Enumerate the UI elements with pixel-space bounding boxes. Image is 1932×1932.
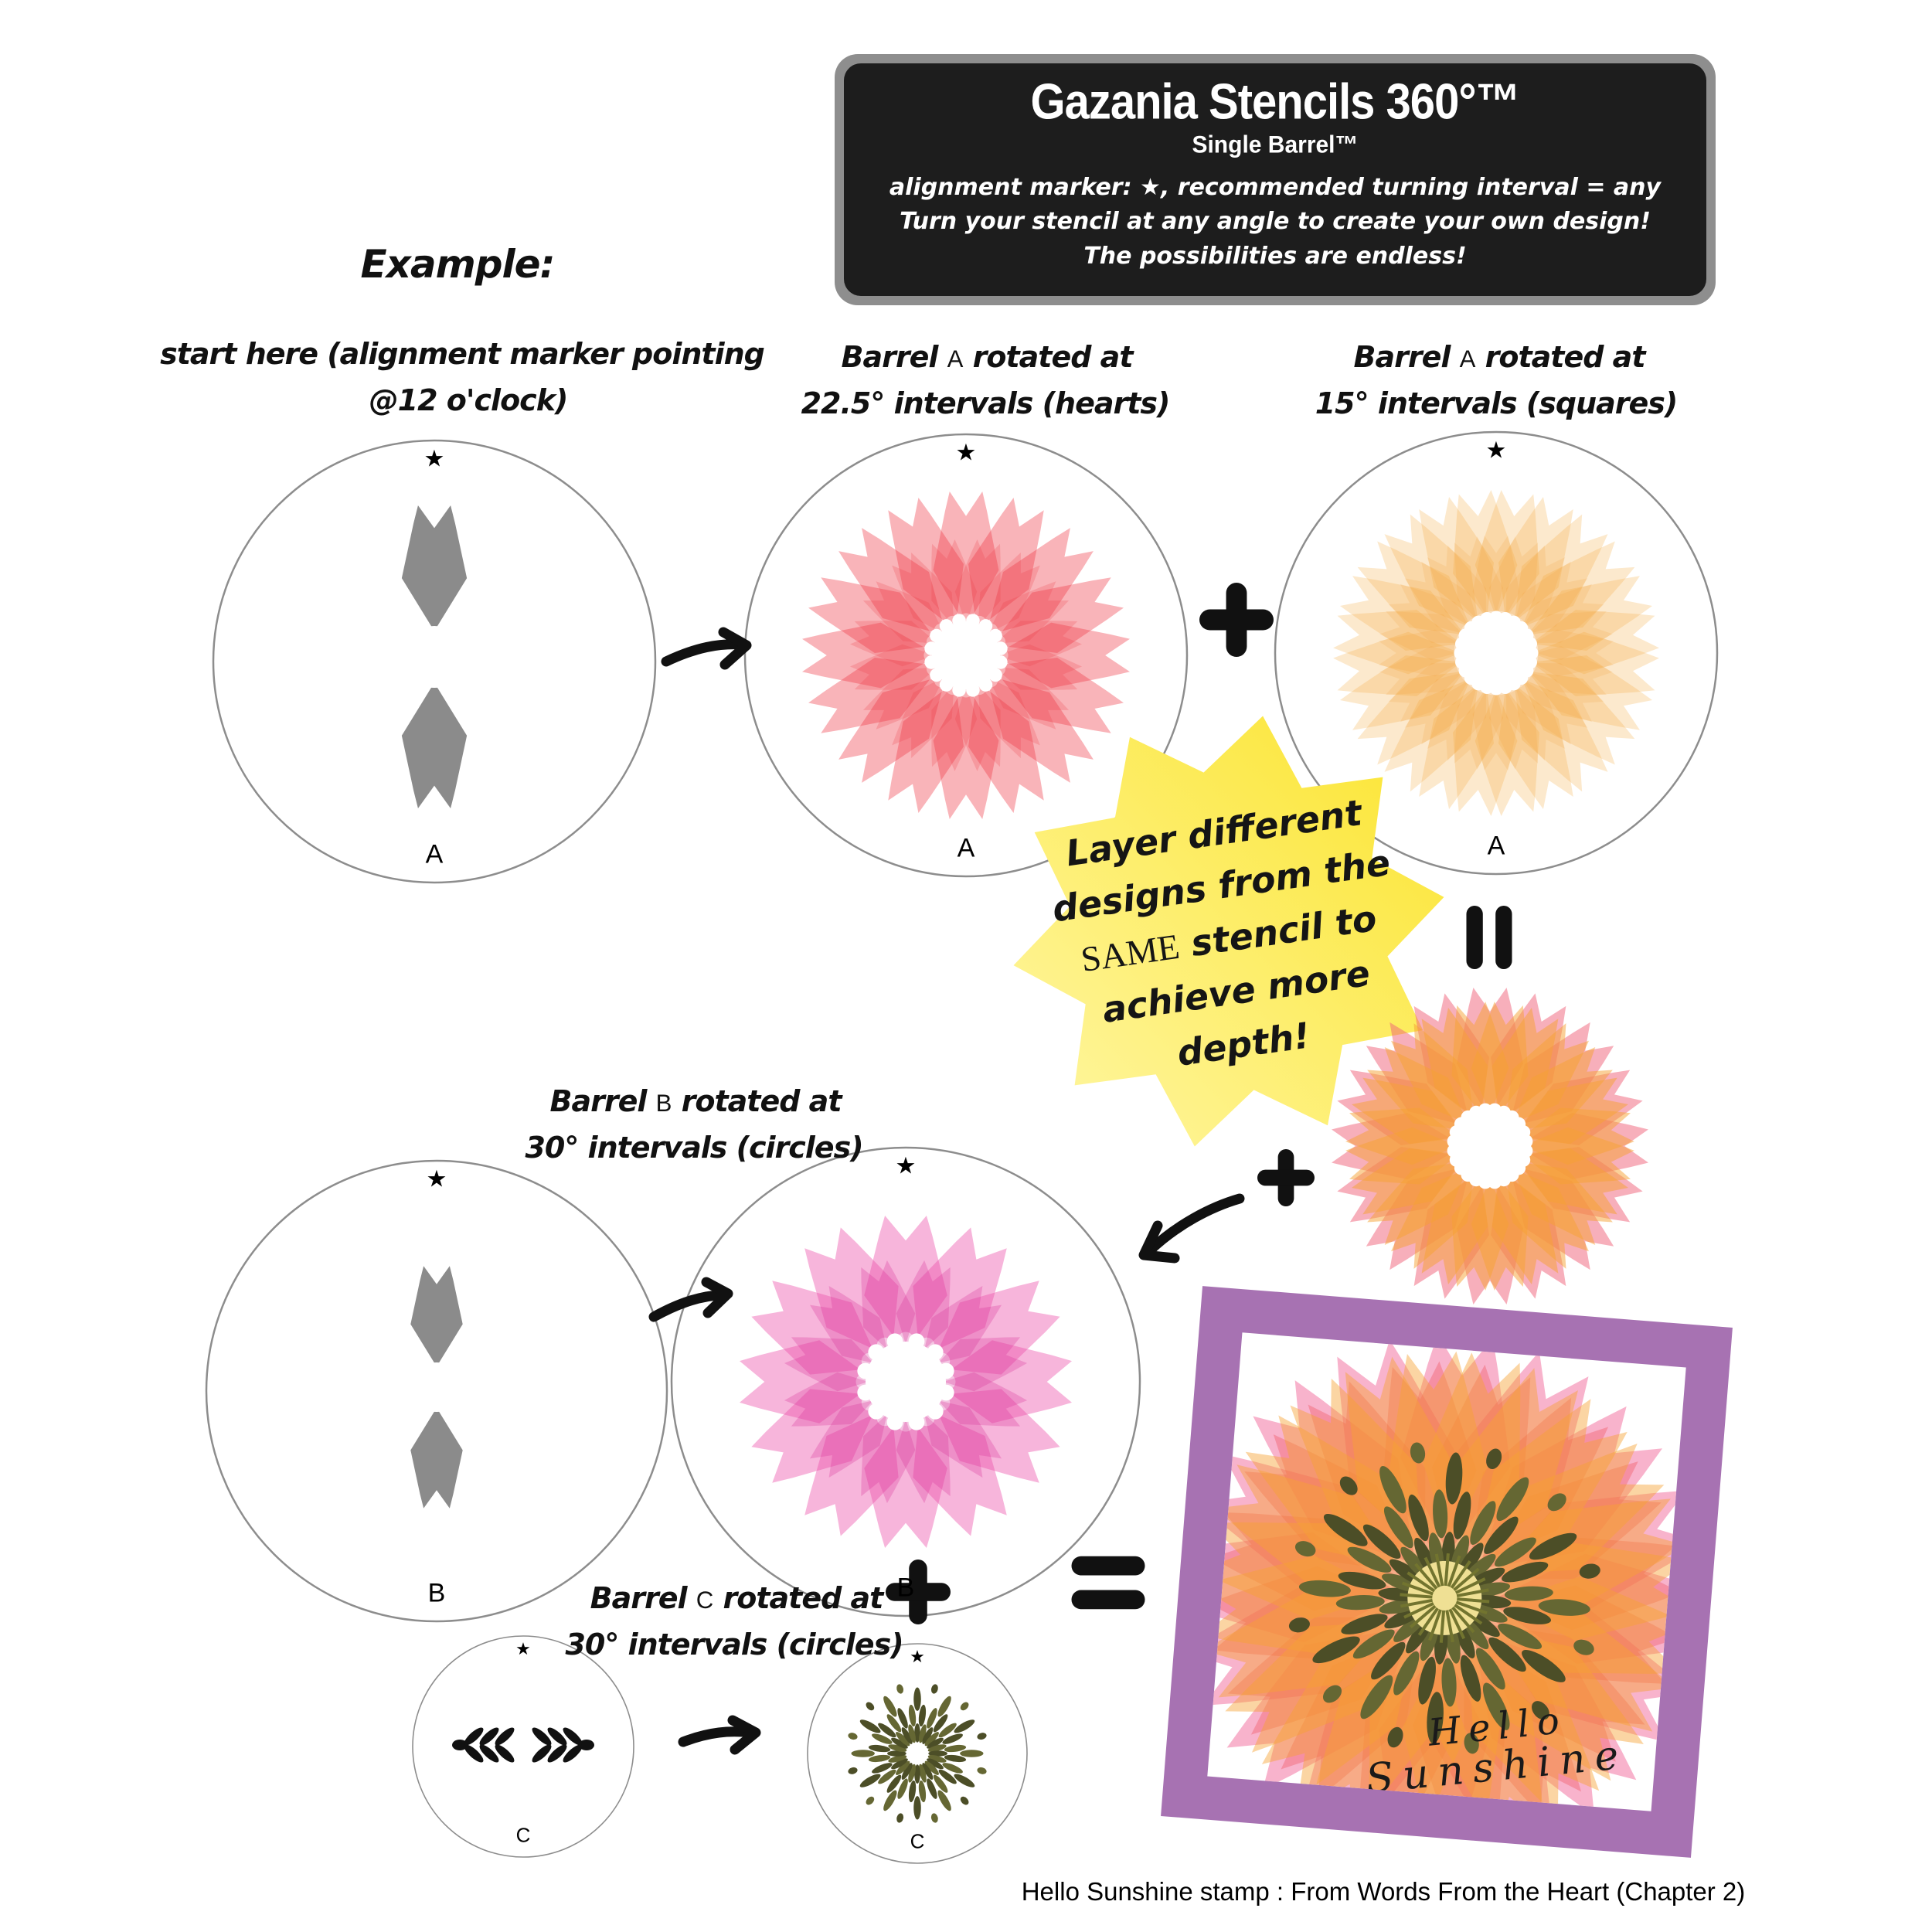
seed-burst bbox=[1288, 1442, 1600, 1754]
equals-final bbox=[1071, 1556, 1145, 1610]
barrel-b-line1: Barrel B rotated at bbox=[549, 1084, 842, 1118]
product-subtitle: Single Barrel™ bbox=[1192, 131, 1359, 158]
result-circle-c bbox=[807, 1643, 1028, 1864]
flower-pink bbox=[740, 1216, 1072, 1548]
arrow-b-to-circles bbox=[648, 1277, 733, 1322]
barrel-id-letter: C bbox=[515, 1823, 531, 1847]
stencil-bowtie bbox=[410, 1266, 463, 1509]
plus-hearts-squares bbox=[1199, 583, 1274, 657]
flower-red bbox=[802, 492, 1130, 819]
barrel-a-hearts-line2: 22.5° intervals (hearts) bbox=[801, 386, 1171, 420]
yellow-starburst bbox=[1013, 716, 1444, 1147]
arrow-layer-to-pink bbox=[1138, 1193, 1245, 1264]
barrel-a-hearts-line1: Barrel A rotated at bbox=[841, 340, 1134, 374]
final-card-frame: Hello Sunshine bbox=[1161, 1286, 1733, 1858]
layering-tip: Layer different designs from the SAME st… bbox=[1026, 781, 1430, 1097]
alignment-star-icon: ★ bbox=[423, 446, 445, 472]
barrel-a-squares-line1: Barrel A rotated at bbox=[1353, 340, 1646, 374]
final-card-art bbox=[1207, 1334, 1686, 1811]
flower-yellow-inner bbox=[1379, 536, 1614, 770]
center-rays bbox=[1400, 1553, 1490, 1643]
arrow-a-to-hearts bbox=[661, 627, 752, 670]
barrel-id-letter: B bbox=[896, 1573, 915, 1603]
barrel-letter-a2: A bbox=[1459, 345, 1476, 372]
header-info-line3: The possibilities are endless! bbox=[1083, 242, 1467, 270]
flower-red-inner bbox=[849, 539, 1083, 772]
stencil-circle-c bbox=[412, 1635, 634, 1858]
barrel-c-line1: Barrel C rotated at bbox=[590, 1581, 884, 1615]
stencil-leaves bbox=[452, 1727, 594, 1763]
equals-combined bbox=[1466, 906, 1512, 969]
barrel-id-letter: A bbox=[957, 833, 975, 863]
barrel-a-squares-line2: 15° intervals (squares) bbox=[1315, 386, 1679, 420]
barrel-letter-b: B bbox=[655, 1090, 672, 1117]
stamp-credit-caption: Hello Sunshine stamp : From Words From t… bbox=[1021, 1877, 1746, 1906]
header-info-line1: alignment marker: ★, recommended turning… bbox=[889, 174, 1662, 201]
start-label-line1: start here (alignment marker pointing bbox=[160, 337, 765, 371]
seed-burst bbox=[848, 1684, 987, 1823]
header-box: Gazania Stencils 360°™ Single Barrel™ al… bbox=[835, 54, 1716, 305]
alignment-star-icon: ★ bbox=[426, 1166, 447, 1192]
header-info-line2: Turn your stencil at any angle to create… bbox=[900, 208, 1651, 236]
product-title: Gazania Stencils 360°™ bbox=[1030, 73, 1520, 130]
example-label: Example: bbox=[360, 242, 555, 287]
flower-pink-inner bbox=[784, 1260, 1028, 1504]
barrel-id-letter: A bbox=[425, 839, 444, 869]
barrel-letter-a: A bbox=[947, 345, 964, 372]
alignment-star-icon: ★ bbox=[955, 440, 977, 466]
plus-combined-pink bbox=[1257, 1149, 1315, 1206]
flower-combined-orange bbox=[1345, 1002, 1634, 1291]
alignment-star-icon: ★ bbox=[895, 1153, 917, 1179]
alignment-star-icon: ★ bbox=[910, 1647, 925, 1666]
header-info: alignment marker: ★, recommended turning… bbox=[889, 171, 1661, 274]
header-inner: Gazania Stencils 360°™ Single Barrel™ al… bbox=[844, 63, 1706, 296]
alignment-star-icon: ★ bbox=[515, 1639, 531, 1658]
flower-center-disc bbox=[1407, 1560, 1482, 1635]
barrel-b-line2: 30° intervals (circles) bbox=[525, 1131, 863, 1165]
stencil-bowtie bbox=[401, 505, 468, 808]
arrow-c-to-circles bbox=[678, 1715, 761, 1755]
barrel-id-letter: B bbox=[427, 1578, 446, 1608]
alignment-star-icon: ★ bbox=[1485, 437, 1507, 464]
plus-b-c bbox=[886, 1560, 951, 1624]
barrel-id-letter: A bbox=[1487, 831, 1505, 861]
barrel-id-letter: C bbox=[910, 1829, 925, 1853]
start-label-line2: @12 o'clock) bbox=[369, 383, 569, 417]
barrel-letter-c: C bbox=[696, 1587, 714, 1614]
barrel-c-line2: 30° intervals (circles) bbox=[565, 1628, 903, 1662]
